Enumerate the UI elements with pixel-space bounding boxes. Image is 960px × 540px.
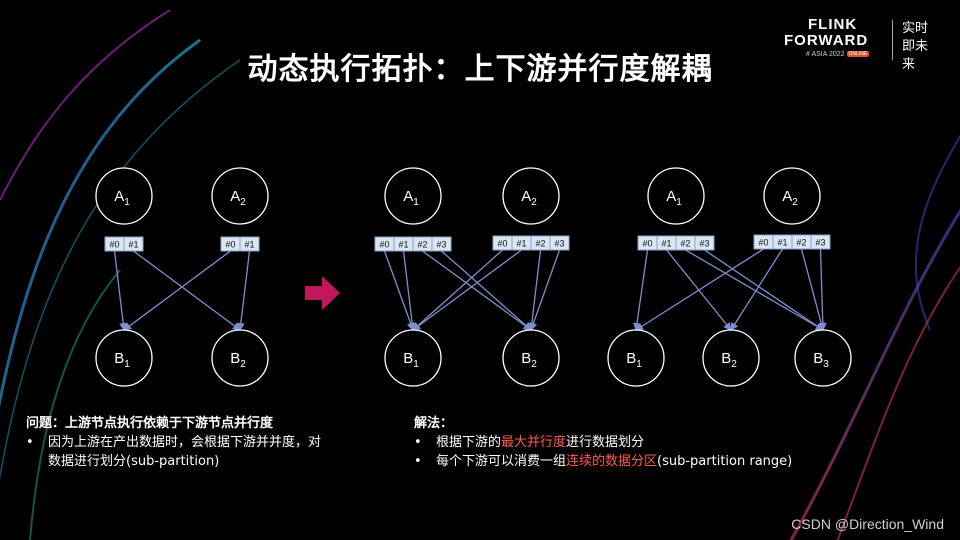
downstream-node-label: B2 [230, 350, 246, 370]
partition-label: #2 [417, 240, 427, 250]
downstream-node-label: B3 [813, 350, 829, 370]
downstream-node [211, 329, 269, 387]
logo-slogan: 实时即未来 [902, 21, 929, 72]
downstream-node [95, 329, 153, 387]
downstream-node [794, 329, 852, 387]
logo-line2: FORWARD [784, 32, 869, 49]
solution-highlight-2: 连续的数据分区 [566, 454, 658, 469]
partition-edge [123, 250, 231, 331]
partition-edge [818, 248, 827, 331]
partition-label: #3 [436, 240, 446, 250]
partition-edge [402, 250, 417, 331]
upstream-node [763, 167, 821, 225]
upstream-node [211, 167, 269, 225]
partition-label: #1 [128, 240, 138, 250]
partition-edge [412, 249, 503, 331]
upstream-node [384, 167, 442, 225]
upstream-node-label: A2 [782, 188, 798, 208]
partition-label: #3 [815, 238, 825, 248]
downstream-node-label: B1 [114, 350, 130, 370]
upstream-node-label: A2 [521, 188, 537, 208]
partition-label: #2 [680, 239, 690, 249]
downstream-node-label: B2 [721, 350, 737, 370]
downstream-node-label: B1 [403, 350, 419, 370]
partition-label: #0 [109, 240, 119, 250]
partition-edge [527, 249, 542, 331]
downstream-node [702, 329, 760, 387]
partition-edge [236, 250, 251, 331]
problem-heading: 问题：上游节点执行依赖于下游节点并行度 [26, 416, 274, 431]
partition-label: #3 [554, 239, 564, 249]
partition-label: #3 [699, 239, 709, 249]
bullet-dot: • [414, 435, 422, 450]
partition-label: #0 [379, 240, 389, 250]
bullet-dot: • [414, 454, 422, 469]
downstream-node-label: B2 [521, 350, 537, 370]
partition-label: #0 [225, 240, 235, 250]
slide-title: 动态执行拓扑：上下游并行度解耦 [247, 52, 713, 87]
partition-label: #2 [796, 238, 806, 248]
partition-edge [113, 250, 128, 331]
logo-separator [892, 20, 893, 60]
upstream-node-label: A1 [403, 188, 419, 208]
partition-edge [383, 250, 415, 331]
partition-label: #1 [516, 239, 526, 249]
problem-block: 问题：上游节点执行依赖于下游节点并行度 • 因为上游在产出数据时，会根据下游并并… [26, 414, 396, 471]
partition-label: #0 [758, 238, 768, 248]
downstream-node [502, 329, 560, 387]
partition-edge [704, 249, 824, 331]
upstream-node [647, 167, 705, 225]
partition-label: #0 [642, 239, 652, 249]
partition-edge [529, 249, 561, 331]
solution-block: 解法： • 根据下游的最大并行度进行数据划分 • 每个下游可以消费一组连续的数据… [414, 414, 884, 471]
partition-edge [422, 250, 532, 331]
partition-label: #1 [661, 239, 671, 249]
upstream-node [502, 167, 560, 225]
solution-highlight-1: 最大并行度 [501, 435, 567, 450]
logo-line1: FLINK [808, 16, 858, 33]
upstream-node-label: A1 [114, 188, 130, 208]
partition-edge [441, 250, 532, 331]
partition-edge [730, 248, 784, 331]
partition-label: #2 [535, 239, 545, 249]
upstream-node [95, 167, 153, 225]
downstream-node-label: B1 [626, 350, 642, 370]
downstream-node [607, 329, 665, 387]
partition-edge [685, 249, 824, 331]
problem-bullet: • 因为上游在产出数据时，会根据下游并并度，对数据进行划分(sub-partit… [26, 433, 396, 471]
downstream-node [384, 329, 442, 387]
transition-arrow [305, 276, 340, 310]
partition-label: #1 [398, 240, 408, 250]
partition-edge [635, 248, 764, 331]
solution-bullet-2: • 每个下游可以消费一组连续的数据分区(sub-partition range) [414, 454, 793, 469]
partition-edge [412, 249, 522, 331]
problem-bullet-text: 因为上游在产出数据时，会根据下游并并度，对数据进行划分(sub-partitio… [48, 435, 322, 469]
solution-bullet-1: • 根据下游的最大并行度进行数据划分 [414, 435, 645, 450]
partition-edge [133, 250, 241, 331]
upstream-node-label: A2 [230, 188, 246, 208]
bullet-dot: • [26, 435, 34, 450]
partition-edge [800, 248, 826, 331]
csdn-watermark: CSDN @Direction_Wind [791, 516, 944, 532]
solution-heading: 解法： [414, 416, 454, 431]
logo-badge: ONLINE [846, 51, 870, 58]
partition-edge [633, 249, 649, 331]
partition-label: #1 [244, 240, 254, 250]
partition-label: #0 [497, 239, 507, 249]
upstream-node-label: A1 [666, 188, 682, 208]
partition-label: #1 [777, 238, 787, 248]
